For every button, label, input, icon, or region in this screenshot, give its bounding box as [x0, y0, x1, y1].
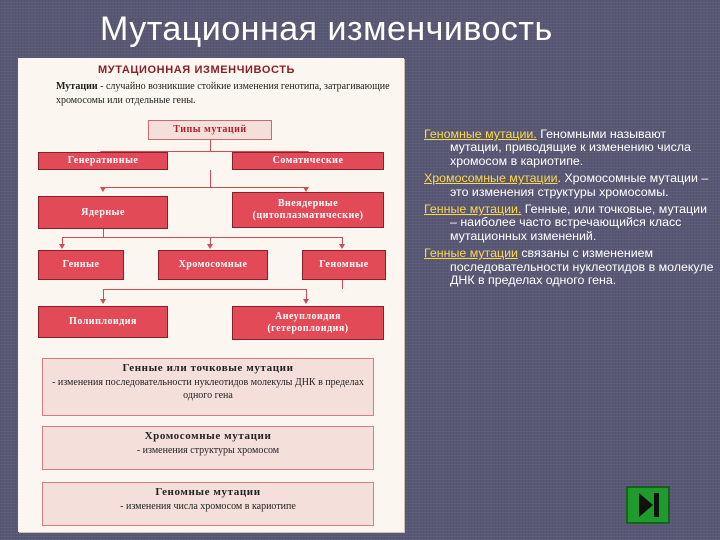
paragraph-text: связаны с изменением последовательности … — [450, 246, 714, 288]
description-title: Генные или точковые мутации — [122, 362, 294, 374]
description-text: - изменения последовательности нуклеотид… — [52, 377, 364, 401]
definition-text: - случайно возникшие стойкие изменения г… — [56, 81, 390, 106]
chromosomal-mutations-link[interactable]: Хромосомные мутации — [424, 171, 558, 186]
connector-arrow — [59, 244, 65, 249]
gene-mutation-description: Генные или точковые мутации - изменения … — [42, 358, 374, 416]
mutation-definition: Мутации - случайно возникшие стойкие изм… — [56, 80, 406, 108]
slide-title: Мутационная изменчивость — [100, 10, 553, 48]
paragraph-text: Генные, или точковые, мутации – наиболее… — [450, 202, 708, 243]
chromosomal-box: Хромосомные — [158, 250, 268, 280]
gene-mutations-link[interactable]: Генные мутации. — [424, 202, 522, 217]
connector-line — [342, 237, 343, 244]
connector-line — [210, 237, 211, 244]
connector-line — [62, 237, 63, 244]
gene-mutations-link-2[interactable]: Генные мутации — [424, 246, 518, 261]
genomic-box: Геномные — [302, 250, 386, 280]
aneuploidy-box: Анеуплоидия (гетероплоидия) — [232, 306, 384, 340]
paragraph-text: Геномными называют мутации, приводящие к… — [450, 127, 691, 168]
connector-line — [103, 229, 104, 237]
connector-line — [103, 151, 306, 152]
connector-line — [306, 289, 307, 299]
text-paragraph: Генные мутации связаны с изменением посл… — [424, 247, 714, 287]
mutation-types-diagram: МУТАЦИОННАЯ ИЗМЕНЧИВОСТЬ Мутации - случа… — [18, 58, 404, 532]
description-title: Геномные мутации — [155, 486, 261, 498]
extranuclear-box: Внеядерные (цитоплазматические) — [232, 192, 384, 228]
connector-line — [103, 187, 306, 188]
text-paragraph: Хромосомные мутации. Хромосомные мутации… — [424, 171, 714, 199]
description-text: - изменения числа хромосом в кариотипе — [120, 501, 296, 512]
polyploidy-box: Полиплоидия — [38, 306, 168, 338]
genomic-mutations-link[interactable]: Геномные мутации. — [424, 127, 537, 141]
text-paragraph: Генные мутации. Генные, или точковые, му… — [424, 202, 714, 243]
diagram-heading: МУТАЦИОННАЯ ИЗМЕНЧИВОСТЬ — [98, 64, 296, 76]
connector-line — [62, 237, 342, 238]
nuclear-box: Ядерные — [38, 196, 168, 229]
mutation-text-panel: Геномные мутации. Геномными называют мут… — [424, 127, 714, 287]
chromosomal-mutation-description: Хромосомные мутации - изменения структур… — [42, 426, 374, 470]
connector-line — [210, 140, 211, 151]
somatic-box: Соматические — [232, 152, 384, 170]
connector-arrow — [339, 244, 345, 249]
connector-arrow — [303, 187, 309, 192]
definition-term: Мутации — [56, 81, 98, 92]
connector-arrow — [100, 299, 106, 304]
paragraph-text: . Хромосомные мутации – это изменения ст… — [450, 171, 709, 199]
next-slide-button[interactable] — [626, 486, 670, 524]
genomic-mutation-description: Геномные мутации - изменения числа хромо… — [42, 482, 374, 526]
connector-line — [103, 289, 306, 290]
generative-box: Генеративные — [38, 152, 168, 170]
connector-line — [342, 280, 343, 289]
text-paragraph: Геномные мутации. Геномными называют мут… — [424, 127, 714, 168]
types-label-box: Типы мутаций — [148, 120, 272, 140]
connector-line — [210, 170, 211, 187]
skip-end-icon — [639, 493, 659, 517]
description-text: - изменения структуры хромосом — [136, 445, 280, 456]
connector-arrow — [207, 244, 213, 249]
connector-arrow — [303, 299, 309, 304]
connector-line — [103, 289, 104, 299]
description-title: Хромосомные мутации — [144, 430, 272, 442]
connector-arrow — [100, 187, 106, 192]
gene-box: Генные — [38, 250, 124, 280]
